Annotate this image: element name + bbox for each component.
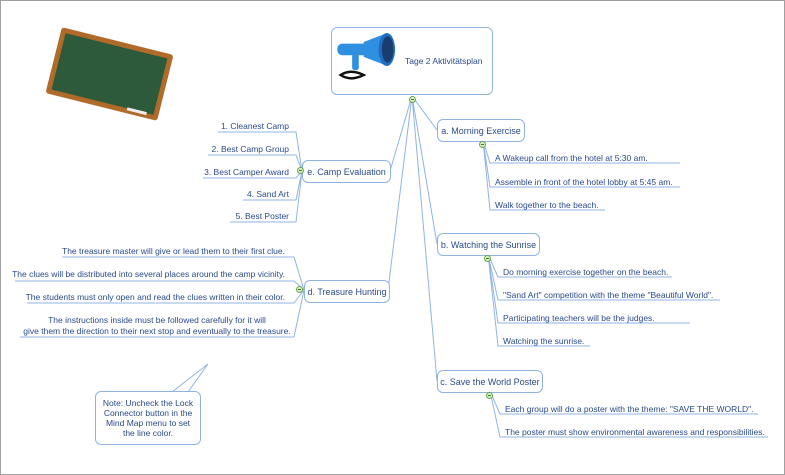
list-item[interactable]: The clues will be distributed into sever… [12, 269, 285, 279]
list-item[interactable]: Walk together to the beach. [495, 200, 599, 210]
list-item[interactable]: 3. Best Camper Award [204, 167, 289, 177]
list-item[interactable]: 5. Best Poster [235, 211, 289, 221]
branch-watching-sunrise[interactable]: b. Watching the Sunrise [437, 233, 540, 256]
list-item[interactable]: give them the direction to their next st… [23, 326, 291, 336]
list-item[interactable]: 1. Cleanest Camp [220, 121, 289, 131]
branch-treasure-hunting[interactable]: d. Treasure Hunting [304, 280, 390, 303]
list-item[interactable]: 4. Sand Art [246, 189, 289, 199]
list-item[interactable]: 2. Best Camp Group [211, 144, 289, 154]
collapse-toggle[interactable] [479, 141, 486, 148]
root-title: Tage 2 Aktivitätsplan [405, 56, 483, 66]
collapse-toggle[interactable] [297, 167, 304, 174]
list-item[interactable]: The students must only open and read the… [25, 292, 285, 302]
megaphone-icon [337, 32, 396, 80]
list-item[interactable]: A Wakeup call from the hotel at 5:30 am. [495, 153, 648, 163]
list-item[interactable]: Assemble in front of the hotel lobby at … [495, 177, 673, 187]
list-item[interactable]: Participating teachers will be the judge… [503, 313, 655, 323]
collapse-toggle[interactable] [409, 96, 416, 103]
list-item[interactable]: The instructions inside must be followed… [48, 315, 266, 325]
branch-morning-exercise[interactable]: a. Morning Exercise [437, 119, 525, 142]
list-item[interactable]: Watching the sunrise. [503, 336, 585, 346]
collapse-toggle[interactable] [486, 392, 493, 399]
list-item[interactable]: "Sand Art" competition with the theme "B… [503, 290, 714, 300]
list-item[interactable]: Do morning exercise together on the beac… [503, 267, 669, 277]
list-item[interactable]: Each group will do a poster with the the… [505, 404, 754, 414]
note-text: Note: Uncheck the Lock Connector button … [102, 398, 194, 438]
collapse-toggle[interactable] [296, 286, 303, 293]
collapse-toggle[interactable] [484, 255, 491, 262]
list-item[interactable]: The poster must show environmental aware… [505, 427, 765, 437]
note-callout[interactable]: Note: Uncheck the Lock Connector button … [95, 391, 201, 445]
root-topic[interactable]: Tage 2 Aktivitätsplan [331, 27, 493, 95]
branch-save-world-poster[interactable]: c. Save the World Poster [437, 370, 543, 393]
list-item[interactable]: The treasure master will give or lead th… [62, 246, 285, 256]
branch-camp-evaluation[interactable]: e. Camp Evaluation [302, 160, 391, 183]
